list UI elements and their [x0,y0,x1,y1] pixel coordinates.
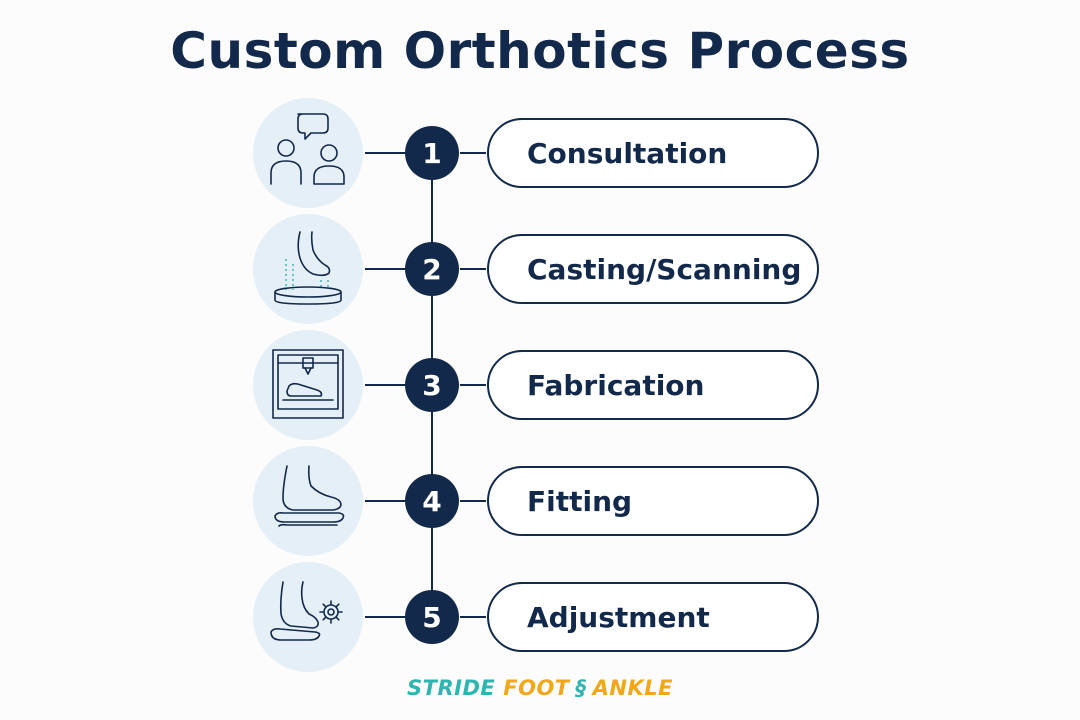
connector-left [365,152,405,154]
foot-scan-icon [253,214,363,324]
consultation-icon [253,98,363,208]
step-label: Fabrication [487,350,819,420]
connector-right [460,616,486,618]
brand-logo: STRIDE FOOT§ANKLE [0,676,1080,700]
step-number: 2 [405,242,459,296]
brand-word-foot: FOOT [503,676,570,700]
step-4: 4 Fitting [0,446,1080,556]
step-3: 3 Fabrication [0,330,1080,440]
step-1: 1 Consultation [0,98,1080,208]
connector-left [365,616,405,618]
brand-word-ankle: ANKLE [592,676,673,700]
step-2: 2 Casting/Scanning [0,214,1080,324]
connector-right [460,152,486,154]
step-5: 5 Adjustment [0,562,1080,672]
foot-gear-icon [253,562,363,672]
step-number: 4 [405,474,459,528]
brand-symbol: § [575,676,587,700]
step-number: 1 [405,126,459,180]
step-label: Adjustment [487,582,819,652]
step-number: 5 [405,590,459,644]
connector-left [365,384,405,386]
step-label: Casting/Scanning [487,234,819,304]
connector-right [460,268,486,270]
page-title: Custom Orthotics Process [170,22,910,80]
connector-right [460,384,486,386]
connector-left [365,500,405,502]
foot-insole-icon [253,446,363,556]
3d-printer-icon [253,330,363,440]
connector-left [365,268,405,270]
step-label: Fitting [487,466,819,536]
step-number: 3 [405,358,459,412]
connector-right [460,500,486,502]
brand-word-stride: STRIDE [407,676,496,700]
step-label: Consultation [487,118,819,188]
